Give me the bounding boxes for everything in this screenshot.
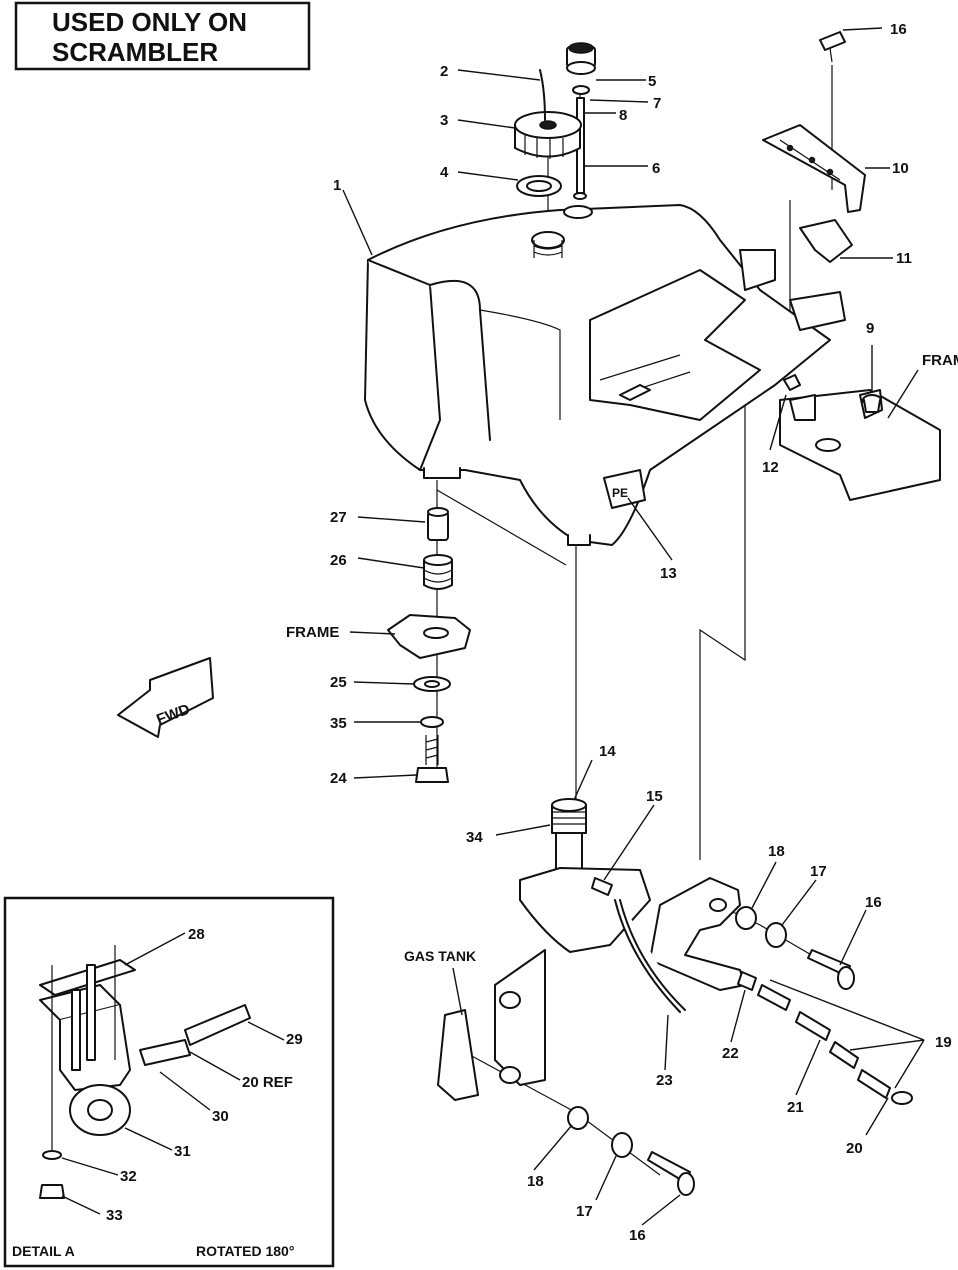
filler-neck <box>551 798 587 874</box>
grommet-9 <box>862 394 882 413</box>
callout-21: 21 <box>787 1099 804 1116</box>
rotated-label: ROTATED 180° <box>196 1243 294 1259</box>
callout-7: 7 <box>653 95 661 112</box>
fitting-15 <box>591 877 613 896</box>
leader-lines <box>61 27 925 1226</box>
gas-tank-outline <box>437 1009 479 1101</box>
fwd-arrow: FWD <box>117 657 214 738</box>
clip-11 <box>799 219 853 263</box>
callout-16-top: 16 <box>890 21 907 38</box>
right-hardware <box>735 906 855 990</box>
fuel-line-fittings <box>737 971 913 1105</box>
lower-tank-bracket <box>494 867 746 1086</box>
detail-a-box <box>3 896 335 1268</box>
callout-1: 1 <box>333 177 341 194</box>
callout-4: 4 <box>440 164 449 181</box>
frame-label-right: FRAME <box>922 352 958 369</box>
fuel-tank: PE <box>364 204 846 546</box>
callout-33: 33 <box>106 1207 123 1224</box>
mount-stack <box>387 507 471 783</box>
callout-11: 11 <box>896 250 912 267</box>
callout-17-bottom: 17 <box>576 1203 593 1220</box>
callout-8: 8 <box>619 107 627 124</box>
callout-35: 35 <box>330 715 347 732</box>
fuel-cap <box>514 111 582 159</box>
callout-10: 10 <box>892 160 909 177</box>
callout-25: 25 <box>330 674 347 691</box>
callout-28: 28 <box>188 926 205 943</box>
callout-27: 27 <box>330 509 347 526</box>
banner-line-2: SCRAMBLER <box>52 37 218 67</box>
callout-24: 24 <box>330 770 347 787</box>
fuel-hose-23-edge <box>619 899 686 1011</box>
lower-hardware <box>567 1106 695 1196</box>
banner-line-1: USED ONLY ON <box>52 7 247 37</box>
frame-right <box>779 389 941 501</box>
callout-18-right: 18 <box>768 843 785 860</box>
clip-12 <box>783 374 801 391</box>
frame-label-left: FRAME <box>286 624 339 641</box>
callout-17-right: 17 <box>810 863 827 880</box>
callout-15: 15 <box>646 788 663 805</box>
callout-2: 2 <box>440 63 448 80</box>
detail-a-label: DETAIL A <box>12 1243 75 1259</box>
callout-12: 12 <box>762 459 779 476</box>
banner: USED ONLY ON SCRAMBLER <box>14 1 311 71</box>
callout-3: 3 <box>440 112 448 129</box>
callout-26: 26 <box>330 552 347 569</box>
callout-31: 31 <box>174 1143 191 1160</box>
callout-6: 6 <box>652 160 660 177</box>
callout-22: 22 <box>722 1045 739 1062</box>
ref-label: 20 REF <box>242 1074 293 1091</box>
bracket-10 <box>762 124 866 213</box>
callout-16-right: 16 <box>865 894 882 911</box>
callout-18-bottom: 18 <box>527 1173 544 1190</box>
callout-labels: 1 2 3 4 5 6 7 8 9 10 11 12 13 14 15 16 1… <box>12 21 958 1259</box>
callout-9: 9 <box>866 320 874 337</box>
callout-19: 19 <box>935 1034 952 1051</box>
washer-7 <box>572 85 590 95</box>
callout-23: 23 <box>656 1072 673 1089</box>
callout-34: 34 <box>466 829 483 846</box>
callout-5: 5 <box>648 73 656 90</box>
callout-14: 14 <box>599 743 616 760</box>
vent-cap <box>566 42 596 75</box>
decal-text: PE <box>612 486 628 500</box>
gasket <box>516 175 562 197</box>
bolt-16-top <box>819 31 846 63</box>
callout-20: 20 <box>846 1140 863 1157</box>
callout-29: 29 <box>286 1031 303 1048</box>
vent-hose <box>539 69 546 121</box>
gas-tank-label: GAS TANK <box>404 948 476 964</box>
callout-30: 30 <box>212 1108 229 1125</box>
callout-16-bottom: 16 <box>629 1227 646 1244</box>
callout-13: 13 <box>660 565 677 582</box>
callout-32: 32 <box>120 1168 137 1185</box>
